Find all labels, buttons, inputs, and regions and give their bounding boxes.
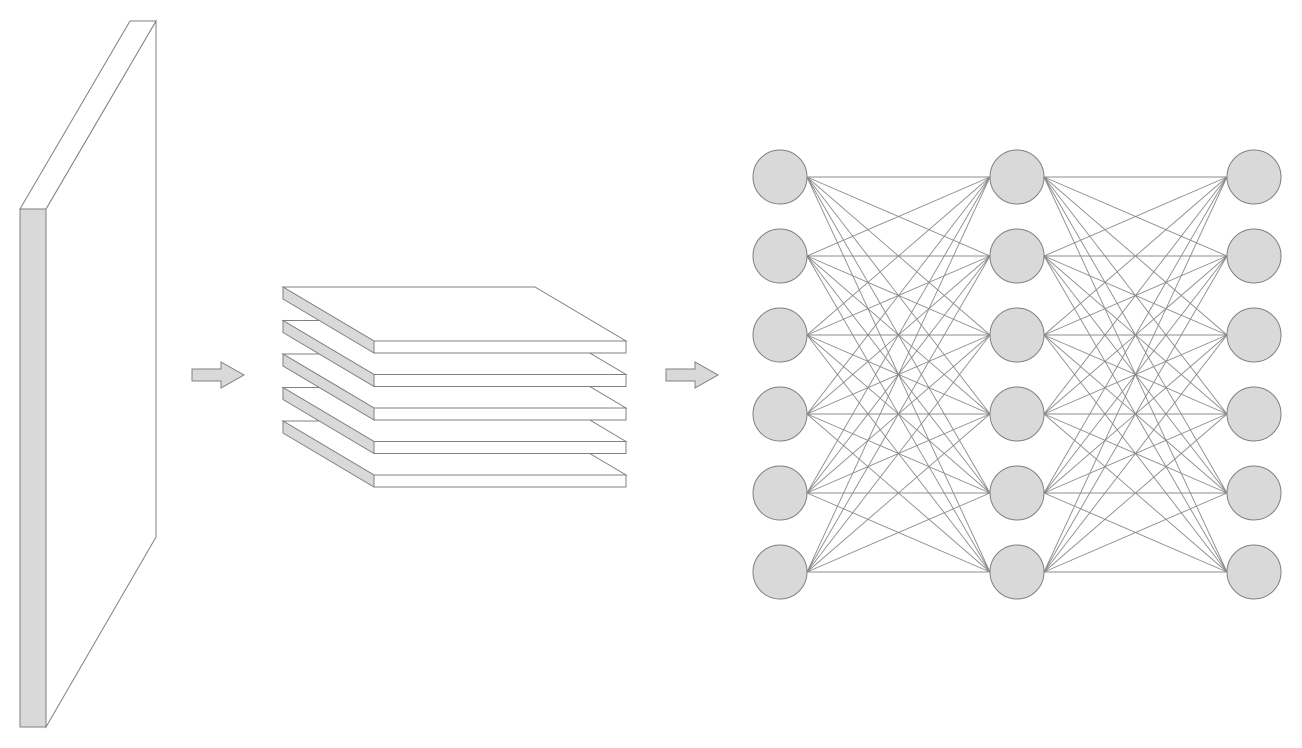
neuron-node [1226, 307, 1282, 363]
connection-line [1043, 176, 1228, 573]
feature-map-layer [281, 286, 628, 354]
connection-line [806, 334, 991, 573]
input-panel-face [45, 19, 157, 729]
neuron-node [752, 228, 808, 284]
right-arrow-icon [665, 361, 720, 389]
neuron-node [1226, 544, 1282, 600]
neuron-node [752, 465, 808, 521]
connection-line [1043, 176, 1228, 415]
connection-line [806, 492, 991, 573]
neuron-node [989, 465, 1045, 521]
neural-network [752, 149, 1282, 600]
feature-map-stack [281, 286, 628, 488]
neuron-node [1226, 465, 1282, 521]
connection-line [806, 176, 991, 336]
network-connections [806, 176, 1228, 573]
neuron-node [989, 544, 1045, 600]
neuron-node [1226, 386, 1282, 442]
connection-line [806, 176, 991, 415]
connection-line [1043, 176, 1228, 336]
connection-line [1043, 255, 1228, 573]
input-panel-side [19, 208, 47, 728]
neuron-node [752, 386, 808, 442]
neuron-node [989, 228, 1045, 284]
layer-front-face [373, 374, 627, 387]
neuron-node [752, 307, 808, 363]
connection-line [806, 255, 991, 573]
right-arrow-icon [191, 361, 246, 389]
connection-line [806, 176, 991, 494]
connection-line [806, 413, 991, 573]
layer-front-face [373, 441, 627, 454]
layer-front-face [373, 340, 627, 354]
connection-line [1043, 334, 1228, 573]
connection-line [1043, 413, 1228, 573]
layer-front-face [373, 474, 627, 488]
neuron-node [989, 149, 1045, 205]
neuron-node [1226, 149, 1282, 205]
connection-line [806, 176, 991, 573]
connection-line [1043, 176, 1228, 494]
input-panel [19, 19, 157, 729]
connection-line [1043, 176, 1228, 257]
neuron-node [989, 386, 1045, 442]
neuron-node [1226, 228, 1282, 284]
connection-line [806, 176, 991, 257]
connection-line [1043, 492, 1228, 573]
neuron-node [752, 149, 808, 205]
neuron-node [989, 307, 1045, 363]
layer-front-face [373, 407, 627, 421]
neuron-node [752, 544, 808, 600]
